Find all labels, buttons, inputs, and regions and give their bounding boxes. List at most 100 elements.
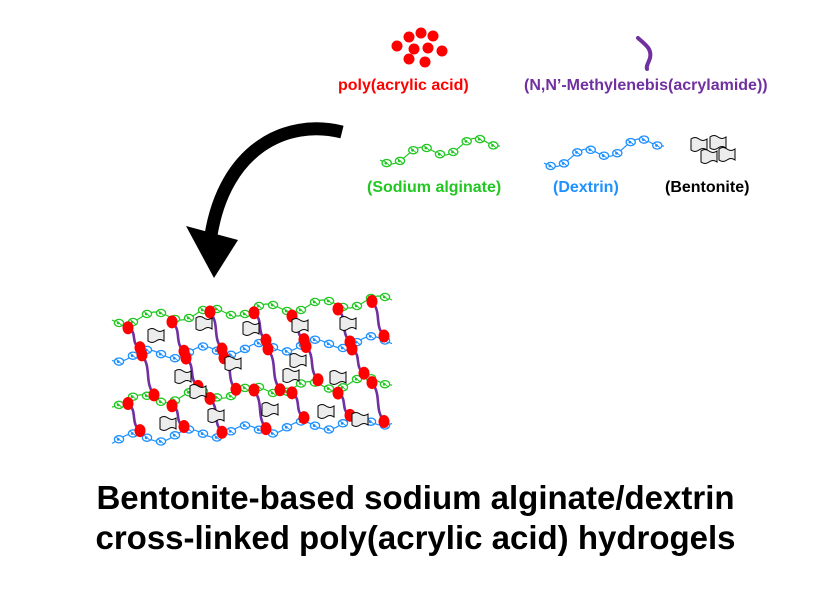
monomer-unit [239, 383, 251, 393]
monomer-unit [281, 347, 293, 356]
caption-line-1: Bentonite-based sodium alginate/dextrin [96, 479, 735, 516]
methylenebis-acrylamide-label: (N,N’-Methylenebis(acrylamide)) [524, 77, 768, 94]
caption-line-2: cross-linked poly(acrylic acid) hydrogel… [95, 519, 736, 556]
curved-arrow-icon [186, 122, 344, 278]
monomer-unit [267, 300, 279, 310]
monomer-unit [598, 151, 610, 160]
caption: Bentonite-based sodium alginate/dextrin … [0, 478, 831, 558]
monomer-unit [323, 425, 335, 434]
monomer-unit [585, 145, 596, 155]
monomer-unit [225, 310, 237, 320]
monomer-unit [612, 148, 623, 158]
monomer-unit [309, 297, 321, 307]
monomer-unit [155, 437, 167, 446]
bentonite-sheet [242, 321, 260, 336]
crosslink [166, 399, 190, 434]
poly-acrylic-acid-icon [391, 27, 448, 68]
bentonite-icon [690, 135, 736, 164]
monomer-unit [113, 435, 125, 444]
bentonite-sheet [174, 369, 192, 384]
monomer-unit [155, 349, 167, 359]
monomer-unit [408, 145, 419, 155]
bentonite-sheet [329, 370, 347, 385]
chain [543, 135, 665, 171]
bentonite-sheet [282, 368, 300, 383]
bentonite-sheet [159, 416, 177, 431]
bentonite-label: (Bentonite) [665, 179, 750, 196]
bentonite-sheet [339, 316, 357, 331]
monomer-unit [169, 353, 181, 363]
monomer-unit [127, 351, 139, 360]
monomer-unit [281, 423, 293, 432]
monomer-unit [351, 301, 363, 311]
monomer-unit [323, 296, 335, 306]
monomer-unit [225, 427, 237, 436]
monomer-unit [113, 318, 125, 328]
bentonite-sheet [291, 318, 309, 333]
crosslink [366, 295, 390, 343]
crosslink [204, 391, 228, 439]
bentonite-sheet [289, 353, 307, 368]
monomer-unit [421, 143, 432, 153]
monomer-unit [461, 137, 472, 146]
monomer-unit [183, 313, 195, 323]
chain [111, 413, 393, 446]
bentonite-sheet [189, 384, 207, 399]
bentonite-sheet [261, 402, 279, 417]
monomer-unit [155, 397, 167, 407]
monomer-unit [169, 431, 181, 440]
monomer-unit [197, 342, 209, 351]
dextrin-label: (Dextrin) [553, 179, 619, 196]
crosslink [248, 383, 272, 436]
monomer-unit [323, 384, 335, 393]
monomer-unit [488, 141, 499, 150]
monomer-unit [141, 433, 153, 442]
crosslink [300, 339, 324, 387]
monomer-unit [365, 332, 377, 341]
monomer-unit [309, 421, 321, 430]
bentonite-sheet [224, 356, 242, 371]
monomer-unit [572, 148, 583, 157]
monomer-unit [545, 161, 556, 171]
monomer-unit [239, 344, 251, 354]
monomer-unit [379, 292, 391, 302]
monomer-unit [337, 419, 349, 428]
monomer-unit [448, 147, 459, 157]
crosslink [366, 376, 390, 429]
monomer-unit [155, 308, 167, 318]
sodium-alginate-label: (Sodium alginate) [367, 179, 502, 196]
crosslink [286, 386, 310, 425]
monomer-unit [295, 379, 307, 388]
hydrogel-network [111, 292, 393, 446]
monomer-unit [309, 335, 321, 344]
poly-acrylic-acid-label: poly(acrylic acid) [338, 77, 469, 94]
monomer-unit [295, 305, 307, 315]
monomer-unit [141, 309, 153, 319]
monomer-unit [239, 309, 251, 319]
crosslink [204, 305, 228, 356]
monomer-unit [625, 137, 636, 147]
monomer-unit [652, 141, 663, 150]
monomer-unit [379, 379, 391, 389]
monomer-unit [197, 429, 209, 438]
bentonite-sheet [147, 328, 165, 343]
monomer-unit [638, 135, 650, 144]
monomer-unit [239, 421, 251, 430]
crosslink [136, 348, 160, 402]
crosslinker-icon [636, 36, 653, 71]
monomer-unit [394, 156, 406, 166]
monomer-unit [351, 374, 363, 384]
monomer-unit [558, 159, 570, 168]
chain [379, 134, 501, 168]
monomer-unit [113, 357, 125, 366]
monomer-unit [113, 400, 125, 410]
monomer-unit [323, 339, 335, 349]
crosslink [122, 396, 146, 438]
crosslink [346, 342, 370, 380]
monomer-unit [434, 149, 446, 159]
monomer-unit [474, 134, 486, 144]
bentonite-sheet [351, 412, 369, 427]
bentonite-sheet [317, 404, 335, 419]
